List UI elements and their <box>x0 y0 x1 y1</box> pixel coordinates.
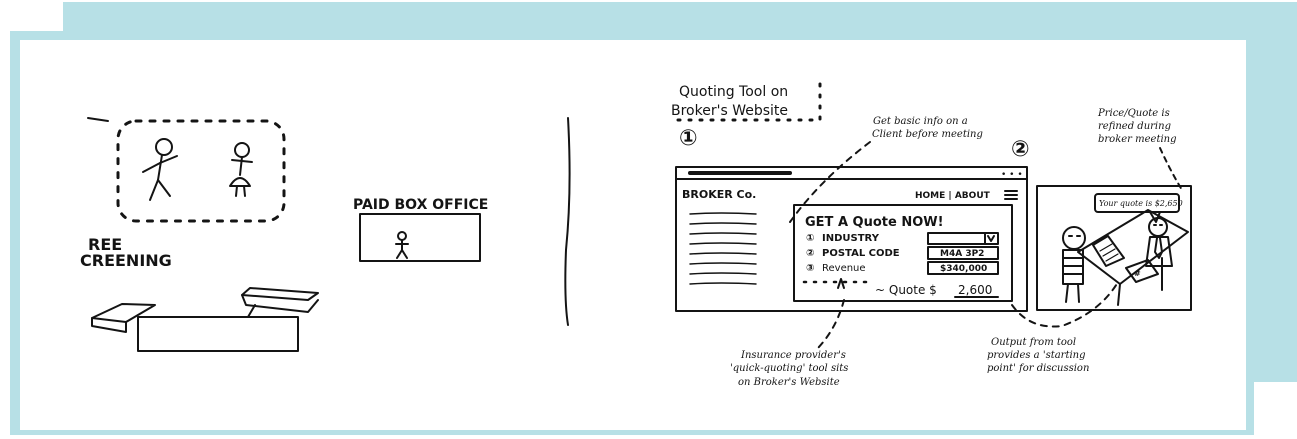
title-line-2: Broker's Website <box>671 103 788 119</box>
note-insurance-line-3: on Broker's Website <box>738 377 840 388</box>
paid-box-office-label: PAID BOX OFFICE <box>353 197 488 213</box>
note-output-line-3: point' for discussion <box>987 363 1089 374</box>
broker-logo: BROKER Co. <box>682 188 756 201</box>
broker-figure <box>1146 218 1172 266</box>
laptop-symbol: # <box>1134 269 1141 278</box>
speech-bubble-text: Your quote is $2,650 <box>1099 199 1183 208</box>
field-3-label: Revenue <box>822 263 866 274</box>
quoting-tool-title: Quoting Tool on Broker's Website <box>671 84 820 120</box>
field-2-number: ② <box>806 248 814 259</box>
note-basic-info-line-2: Client before meeting <box>872 129 983 140</box>
title-line-1: Quoting Tool on <box>679 84 788 100</box>
field-1-number: ① <box>806 233 814 244</box>
quote-value: 2,600 <box>958 283 992 297</box>
free-screening-label-2: CREENING <box>80 251 172 270</box>
hamburger-icon <box>1005 191 1017 199</box>
note-insurance-line-2: 'quick-quoting' tool sits <box>730 363 848 374</box>
revenue-value: $340,000 <box>940 264 987 274</box>
note-price-line-1: Price/Quote is <box>1097 108 1170 119</box>
speech-bubble: Your quote is $2,650 <box>1095 194 1183 222</box>
note-price-refined: Price/Quote is refined during broker mee… <box>1097 108 1182 190</box>
note-basic-info: Get basic info on a Client before meetin… <box>790 116 983 222</box>
quote-prefix: ~ Quote $ <box>875 283 937 297</box>
note-output: Output from tool provides a 'starting po… <box>987 282 1118 374</box>
paid-box-office-scene: PAID BOX OFFICE <box>353 197 488 261</box>
form-title: GET A Quote NOW! <box>805 215 944 230</box>
nav-links: HOME | ABOUT <box>915 191 991 201</box>
field-3-number: ③ <box>806 263 814 274</box>
field-2-label: POSTAL CODE <box>822 248 900 259</box>
meeting-panel: Your quote is $2,650 # <box>1037 186 1191 310</box>
step-1-label: ① <box>679 126 698 151</box>
laptop-icon <box>1126 260 1158 282</box>
box-office-screen <box>360 214 480 261</box>
note-insurance-provider: Insurance provider's 'quick-quoting' too… <box>730 300 848 388</box>
note-basic-info-line-1: Get basic info on a <box>873 116 968 127</box>
seating-sketch <box>92 288 318 351</box>
field-1-label: INDUSTRY <box>822 233 880 244</box>
panel-divider <box>565 118 569 325</box>
stick-figure-dancing <box>143 139 177 200</box>
client-figure <box>1063 227 1085 302</box>
note-price-line-2: refined during <box>1098 121 1171 132</box>
arrow-up-icon <box>838 279 844 288</box>
stick-figure-dress <box>230 143 252 196</box>
placeholder-text-lines <box>690 213 756 284</box>
postal-code-value: M4A 3P2 <box>940 249 984 259</box>
free-screening-scene: REE CREENING <box>80 118 318 351</box>
step-2-label: ② <box>1011 137 1030 162</box>
note-price-line-3: broker meeting <box>1098 134 1177 145</box>
note-output-line-1: Output from tool <box>991 337 1076 348</box>
note-insurance-line-1: Insurance provider's <box>740 350 846 361</box>
stick-figure-small <box>396 232 408 258</box>
industry-select[interactable] <box>928 233 998 244</box>
browser-window: • • • BROKER Co. HOME | ABOUT GET A Quot… <box>676 167 1027 311</box>
note-output-line-2: provides a 'starting <box>987 350 1086 361</box>
window-dots: • • • <box>1001 170 1023 180</box>
